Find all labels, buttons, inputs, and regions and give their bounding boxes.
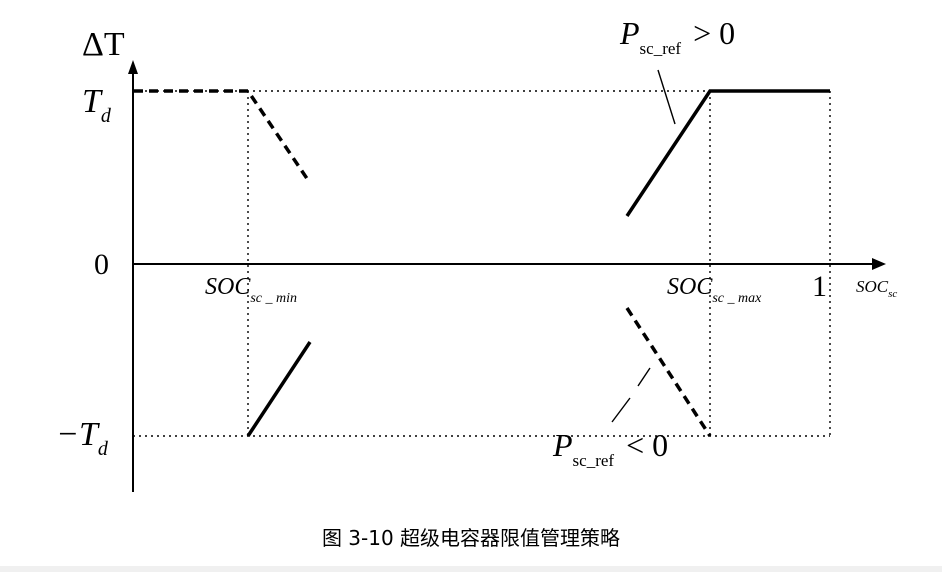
x-axis-arrowhead	[872, 258, 886, 270]
charge-annotation: Psc_ref> 0	[619, 15, 735, 58]
y-tick-td: Td	[82, 83, 112, 127]
discharge-curve-left	[134, 89, 312, 184]
charge-curve-right	[625, 89, 830, 217]
x-axis-label: SOCsc	[856, 277, 897, 300]
y-tick-zero: 0	[94, 248, 109, 281]
y-axis-arrowhead	[128, 60, 138, 74]
charge-leader-line	[657, 69, 676, 125]
discharge-curve-right	[625, 307, 712, 437]
discharge-leader-line	[611, 397, 631, 423]
footer-bar	[0, 566, 942, 572]
discharge-leader-line-2	[637, 367, 651, 387]
charge-curve-left	[246, 341, 312, 437]
y-tick-neg-td: −Td	[56, 416, 109, 460]
x-tick-soc-max: SOCsc _ max	[667, 274, 762, 306]
x-tick-soc-min: SOCsc _ min	[205, 274, 297, 306]
y-axis-label: ΔT	[82, 26, 125, 63]
discharge-annotation: Psc_ref< 0	[552, 427, 668, 470]
x-tick-one: 1	[812, 270, 827, 303]
figure-caption: 图 3-10 超级电容器限值管理策略	[322, 526, 620, 550]
